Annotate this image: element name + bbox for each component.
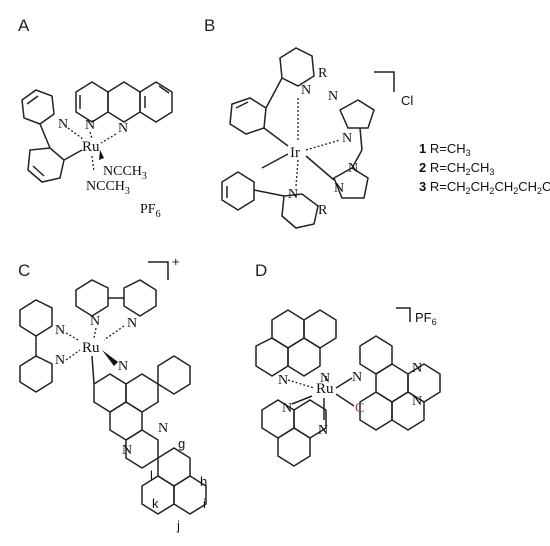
counterion-a: PF6 xyxy=(140,202,161,220)
panel-c: C + N N N N Ru N N N xyxy=(18,254,207,533)
atom-n-phen1-a: N xyxy=(85,118,95,133)
metal-ru-a: Ru xyxy=(82,139,100,155)
atom-n-dppz2-d: N xyxy=(412,361,422,376)
atom-n-phen1-d: N xyxy=(278,373,288,388)
metal-ru-c: Ru xyxy=(82,340,100,356)
r-label-1-b: R xyxy=(318,66,328,81)
atom-n-im4-b: N xyxy=(334,181,344,196)
atom-n-bpy3-c: N xyxy=(55,323,65,338)
panel-a: A N N N Ru NCCH3 xyxy=(18,16,173,220)
panel-b: B N N Ir N N R N N R xyxy=(204,16,550,229)
phenanthroline-ligand-a xyxy=(75,81,173,123)
panel-label-d: D xyxy=(255,261,267,280)
position-j-c: j xyxy=(176,518,180,533)
position-g-c: g xyxy=(178,436,185,451)
atom-n-phen4-d: N xyxy=(318,423,328,438)
position-i-c: i xyxy=(203,496,206,511)
atom-n-im1-b: N xyxy=(342,131,352,146)
atom-n-phen2-a: N xyxy=(118,121,128,136)
position-h-c: h xyxy=(200,474,207,489)
compound-2-b: 2 R=CH2CH3 xyxy=(419,160,494,177)
phenylpyridine-ligand-a xyxy=(21,89,65,183)
metal-ir-b: Ir xyxy=(290,145,300,161)
atom-n-py2-b: N xyxy=(288,187,298,202)
atom-n-dppz2-c: N xyxy=(122,443,132,458)
panel-label-c: C xyxy=(18,261,30,280)
metal-ru-d: Ru xyxy=(316,381,334,397)
panel-label-b: B xyxy=(204,16,215,35)
compound-3-b: 3 R=CH2CH2CH2CH2CH3 xyxy=(419,179,550,196)
atom-n-bpy1-c: N xyxy=(90,314,100,329)
atom-n-dppz3-d: N xyxy=(412,394,422,409)
position-l-c: l xyxy=(150,468,153,483)
compound-1-b: 1 R=CH3 xyxy=(419,141,471,158)
ligand-ncch3-1-a: NCCH3 xyxy=(103,164,147,182)
ligand-ncch3-2-a: NCCH3 xyxy=(86,179,130,197)
atom-n-dppz3-c: N xyxy=(158,421,168,436)
atom-n-im2-b: N xyxy=(328,89,338,104)
atom-n-bpy4-c: N xyxy=(55,353,65,368)
atom-n-ppy-a: N xyxy=(58,117,68,132)
panel-label-a: A xyxy=(18,16,30,35)
counterion-b: Cl xyxy=(401,93,413,108)
atom-n-py1-b: N xyxy=(301,83,311,98)
position-k-c: k xyxy=(152,496,159,511)
charge-c: + xyxy=(172,254,180,269)
r-label-2-b: R xyxy=(318,203,328,218)
atom-n-phen2-d: N xyxy=(320,371,330,386)
atom-n-dppz1-d: N xyxy=(352,370,362,385)
counterion-d: PF6 xyxy=(415,310,437,327)
carbon-label-d: C xyxy=(355,401,364,416)
atom-n-dppz1-c: N xyxy=(118,359,128,374)
atom-n-bpy2-c: N xyxy=(127,316,137,331)
atom-n-im3-b: N xyxy=(348,161,358,176)
panel-d: D PF6 N N Ru N N N N N C xyxy=(255,261,441,467)
atom-n-phen3-d: N xyxy=(282,401,292,416)
